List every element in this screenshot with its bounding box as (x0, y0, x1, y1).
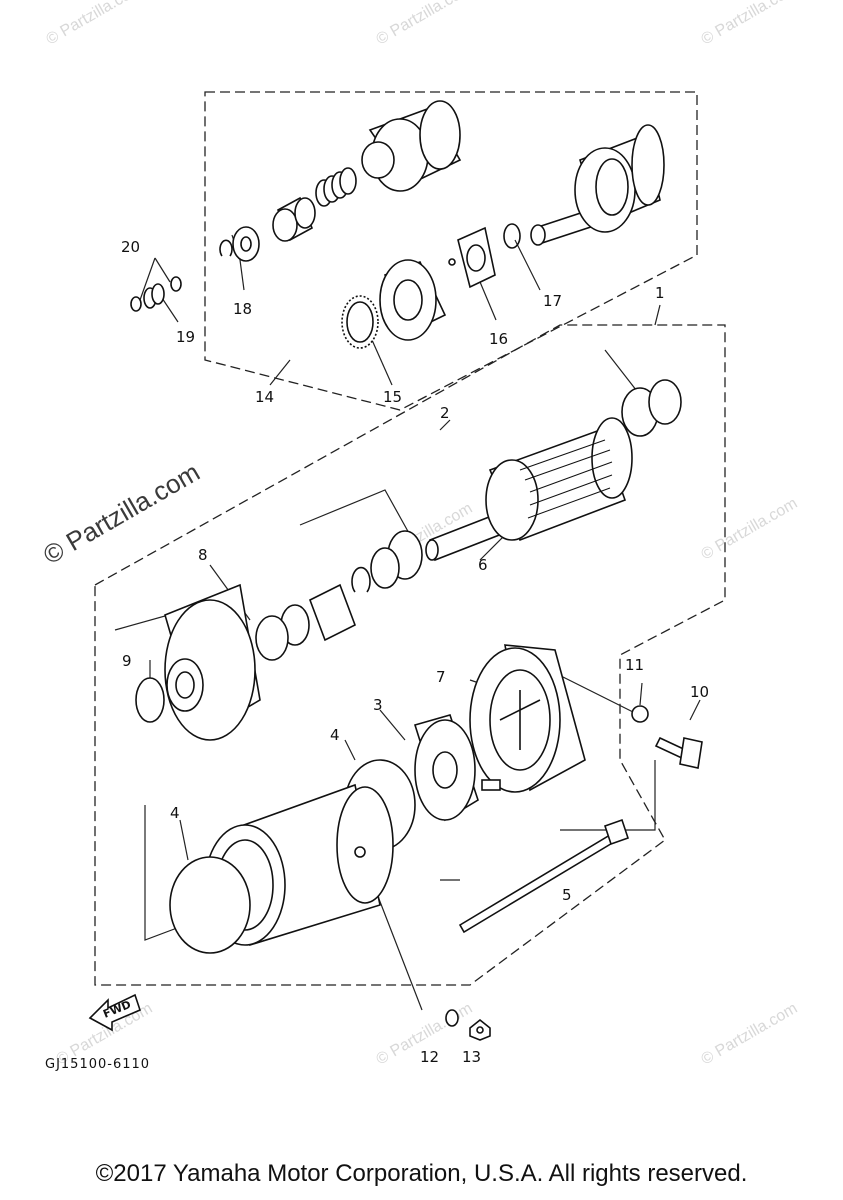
clutch-bearing-housing (379, 259, 447, 341)
washer-12 (445, 1009, 459, 1027)
callout-15: 15 (383, 388, 402, 406)
watermark: © Partzilla.com (374, 0, 476, 48)
copyright-notice: ©2017 Yamaha Motor Corporation, U.S.A. A… (95, 1160, 748, 1187)
callout-11: 11 (625, 656, 644, 674)
pinion-stopper (272, 196, 316, 242)
callout-2: 2 (440, 404, 450, 422)
pinion-spring (315, 167, 357, 207)
o-ring-4b (169, 856, 251, 954)
callout-3: 3 (373, 696, 383, 714)
callout-20: 20 (121, 238, 140, 256)
parts-diagram: © Partzilla.com © Partzilla.com © Partzi… (38, 0, 801, 1072)
front-cover-set (135, 530, 423, 741)
watermark: © Partzilla.com (699, 0, 801, 48)
clutch-assembly (219, 100, 665, 349)
callout-16: 16 (489, 330, 508, 348)
clutch-bracket (448, 226, 496, 289)
clutch-housing-shaft (530, 124, 665, 246)
terminal-bolt (481, 779, 501, 791)
circlip-18 (219, 239, 233, 257)
watermark-main: © Partzilla.com (38, 457, 205, 571)
armature (425, 379, 682, 562)
callouts: 1 2 3 4 4 5 6 7 8 9 10 11 12 13 14 15 16… (121, 238, 709, 1066)
callout-17: 17 (543, 292, 562, 310)
callout-18: 18 (233, 300, 252, 318)
armature-washer (648, 379, 682, 425)
callout-12: 12 (420, 1048, 439, 1066)
pinion-gear (361, 100, 462, 192)
callout-9: 9 (122, 652, 132, 670)
bearing (255, 615, 289, 661)
brush-holder (413, 714, 501, 822)
o-ring-9 (135, 677, 165, 723)
circlip-17 (503, 223, 521, 249)
callout-7: 7 (436, 668, 446, 686)
washer-11 (631, 705, 649, 723)
drawing-code: GJ15100-6110 (45, 1057, 150, 1072)
small-spring-set (130, 276, 182, 312)
callout-19: 19 (176, 328, 195, 346)
callout-13: 13 (462, 1048, 481, 1066)
through-bolt (458, 833, 616, 934)
circlip (351, 566, 371, 593)
watermark: © Partzilla.com (699, 1000, 801, 1069)
callout-5: 5 (562, 886, 572, 904)
thrust-washer (370, 547, 400, 589)
lock-plate (308, 583, 357, 642)
washer-20 (130, 296, 142, 312)
rear-cover (469, 644, 586, 793)
callout-4: 4 (170, 804, 180, 822)
washer-20 (170, 276, 182, 292)
clutch-assembly-outline (204, 91, 698, 411)
callout-14: 14 (255, 388, 274, 406)
starter-motor-outline (94, 324, 726, 986)
yoke (169, 759, 416, 954)
watermark: © Partzilla.com (699, 495, 801, 564)
callout-6: 6 (478, 556, 488, 574)
callout-1: 1 (655, 284, 665, 302)
callout-8: 8 (198, 546, 208, 564)
callout-10: 10 (690, 683, 709, 701)
callout-4: 4 (330, 726, 340, 744)
group-outlines (94, 91, 726, 986)
watermark: © Partzilla.com (44, 0, 146, 48)
fasteners (445, 705, 703, 1041)
